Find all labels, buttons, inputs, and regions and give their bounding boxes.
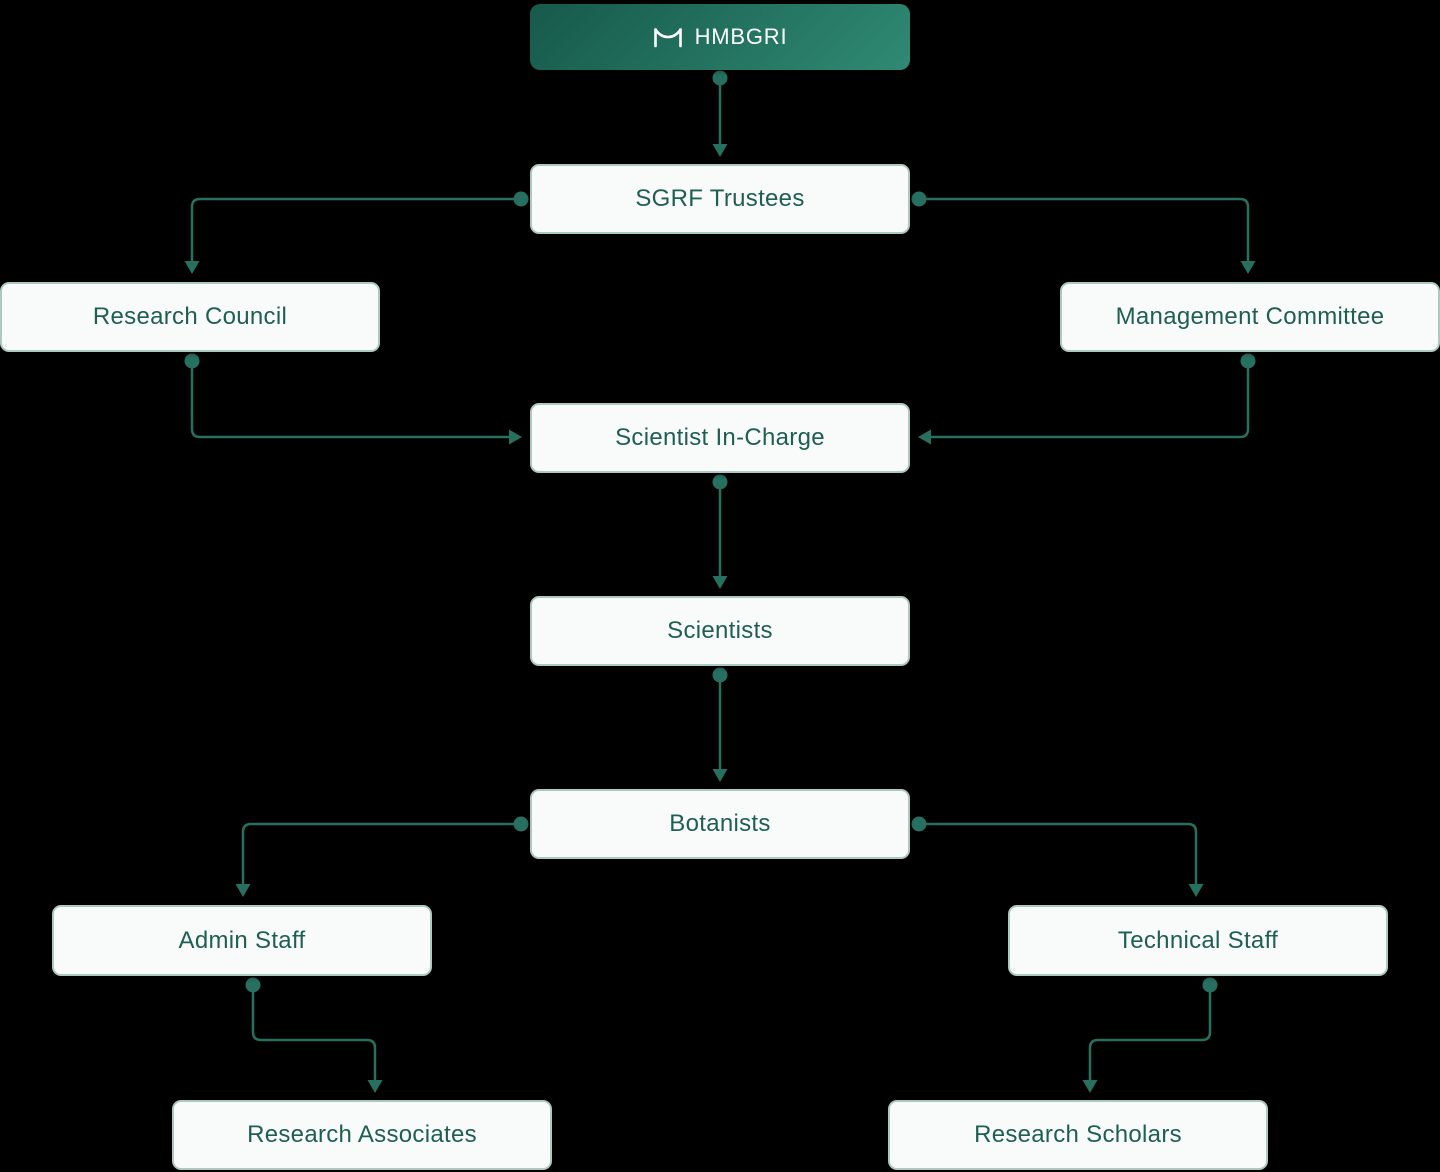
node-scientists[interactable]: Scientists	[530, 596, 910, 666]
edge-botanists-to-technical-staff	[911, 816, 1204, 897]
node-scientist-in-charge[interactable]: Scientist In-Charge	[530, 403, 910, 473]
node-label: Research Council	[92, 303, 288, 330]
node-hmbgri-header[interactable]: HMBGRI	[530, 4, 910, 70]
edge-admin-staff-to-research-associates	[245, 977, 383, 1093]
node-sgrf-trustees[interactable]: SGRF Trustees	[530, 164, 910, 234]
edge-management-committee-to-scientist-in-charge	[918, 353, 1256, 445]
node-technical-staff[interactable]: Technical Staff	[1008, 905, 1388, 976]
edge-sgrf-trustees-to-research-council	[184, 191, 529, 274]
header-title: HMBGRI	[694, 24, 788, 49]
node-label: Scientists	[667, 617, 773, 644]
node-research-council[interactable]: Research Council	[0, 282, 380, 352]
node-label: SGRF Trustees	[635, 185, 805, 212]
edge-technical-staff-to-research-scholars	[1082, 977, 1218, 1093]
node-label: Admin Staff	[178, 926, 306, 954]
node-label: Management Committee	[1115, 303, 1385, 330]
node-botanists[interactable]: Botanists	[530, 789, 910, 859]
hmbgri-logo-icon	[653, 28, 682, 48]
node-label: Research Associates	[247, 1121, 477, 1148]
node-label: Botanists	[669, 810, 771, 837]
node-research-scholars[interactable]: Research Scholars	[888, 1100, 1268, 1170]
node-label: Technical Staff	[1117, 926, 1279, 954]
edge-scientists-to-botanists	[712, 667, 728, 782]
edge-sgrf-trustees-to-management-committee	[911, 191, 1256, 274]
node-label: Research Scholars	[974, 1121, 1182, 1148]
node-admin-staff[interactable]: Admin Staff	[52, 905, 432, 976]
edge-botanists-to-admin-staff	[235, 816, 529, 897]
edge-scientist-in-charge-to-scientists	[712, 474, 728, 589]
node-label: Scientist In-Charge	[615, 424, 825, 451]
edge-research-council-to-scientist-in-charge	[184, 353, 522, 445]
node-management-committee[interactable]: Management Committee	[1060, 282, 1440, 352]
node-research-associates[interactable]: Research Associates	[172, 1100, 552, 1170]
edge-hmbgri-to-sgrf-trustees	[712, 70, 728, 157]
